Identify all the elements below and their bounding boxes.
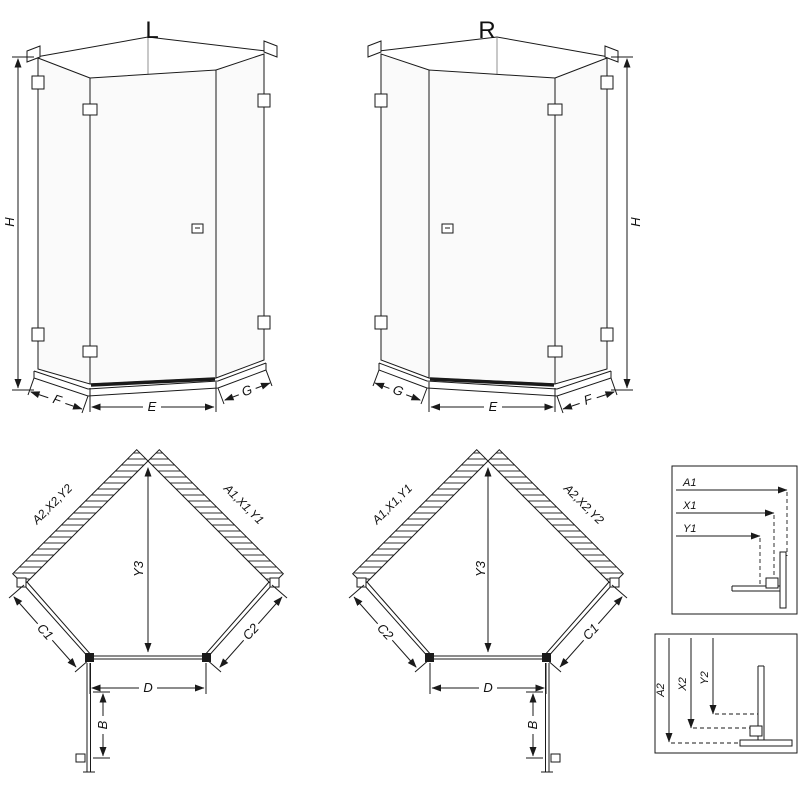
dim-label-g-right: G (387, 380, 410, 400)
detail-box-vertical: A2 X2 Y2 (654, 633, 798, 754)
detail-label-y2: Y2 (699, 671, 711, 684)
dim-label-e-right: E (484, 399, 502, 414)
enclosure-drawing-left (12, 37, 277, 413)
plan-view-right: A1,X1,Y1 A2,X2,Y2 Y3 C2 C1 D B (349, 450, 627, 772)
svg-text:D: D (483, 680, 492, 695)
svg-text:G: G (391, 382, 406, 400)
enclosure-drawing-right (368, 37, 633, 413)
detail-label-x1: X1 (682, 500, 696, 512)
dim-label-h-left: H (2, 217, 17, 227)
detail-label-a1: A1 (682, 477, 696, 489)
perspective-view-right: R H E G F (368, 17, 643, 414)
view-title-right: R (478, 17, 495, 44)
perspective-view-left: L H E F G (2, 17, 277, 414)
svg-text:E: E (148, 399, 157, 414)
dim-label-f-left: F (46, 389, 69, 408)
dim-label-f-right: F (576, 389, 599, 408)
svg-text:B: B (95, 720, 110, 729)
dim-label-b-left: B (95, 716, 110, 734)
dim-label-g-left: G (235, 380, 258, 400)
wall-profile-detail-top (731, 551, 787, 609)
detail-label-a2: A2 (655, 683, 667, 697)
detail-label-x2: X2 (677, 677, 689, 691)
wall-profile-detail-bottom (739, 665, 793, 747)
view-title-left: L (145, 17, 158, 44)
dim-label-y3-left: Y3 (131, 560, 146, 577)
dim-label-y3-right: Y3 (473, 560, 488, 577)
dim-label-d-right: D (479, 680, 497, 695)
svg-text:G: G (240, 382, 255, 400)
dim-label-e-left: E (143, 399, 161, 414)
svg-text:B: B (525, 720, 540, 729)
svg-text:E: E (489, 399, 498, 414)
plan-view-left: A2,X2,Y2 A1,X1,Y1 Y3 C1 C2 D B (9, 450, 287, 772)
detail-label-y1: Y1 (683, 523, 696, 535)
detail-box-horizontal: A1 X1 Y1 (671, 465, 798, 615)
dim-label-d-left: D (139, 680, 157, 695)
dim-label-b-right: B (525, 716, 540, 734)
svg-text:D: D (143, 680, 152, 695)
dim-label-h-right: H (628, 217, 643, 227)
